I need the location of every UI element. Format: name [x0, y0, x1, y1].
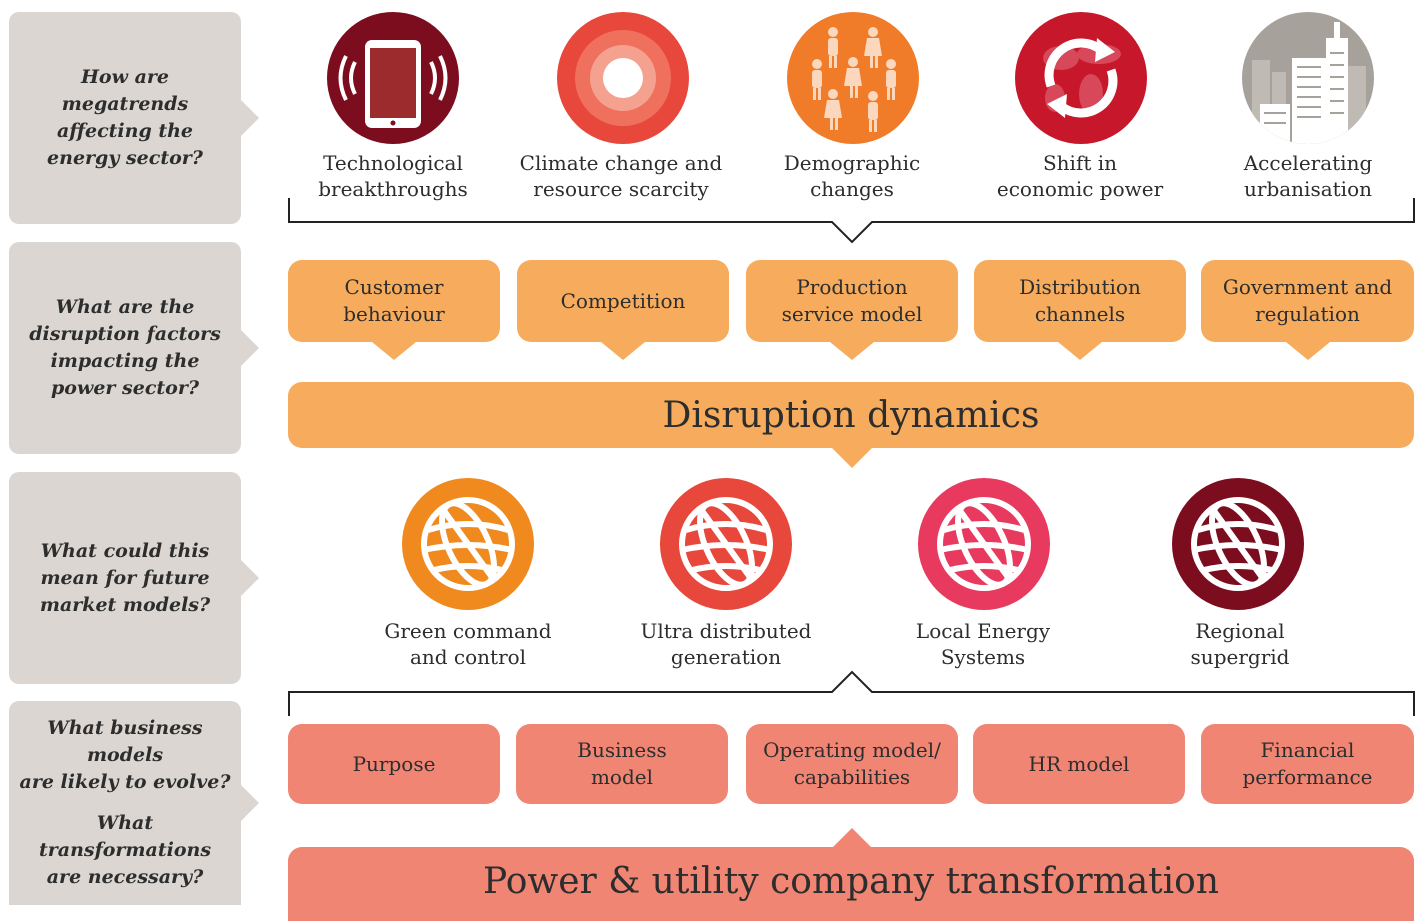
globe-icon — [918, 478, 1050, 610]
question-market-models: What could this mean for future market m… — [9, 472, 259, 684]
question-line: What transformations — [38, 812, 212, 861]
transformation-band: Power & utility company transformation — [288, 847, 1414, 921]
disruption-dynamics-band: Disruption dynamics — [288, 382, 1414, 448]
question-line: market models? — [39, 593, 211, 616]
disruption-dynamics-title: Disruption dynamics — [662, 394, 1040, 436]
question-line: are necessary? — [46, 866, 204, 888]
transformation-pointer — [832, 828, 872, 848]
target-rings-icon — [557, 12, 689, 144]
city-skyline-icon — [1242, 12, 1374, 144]
question-line: mean for future — [40, 566, 210, 589]
question-line: power sector? — [51, 377, 199, 399]
question-line: What could this — [40, 539, 210, 562]
globe-cycle-icon — [1015, 12, 1147, 144]
people-icon — [787, 12, 919, 144]
business-element-card: HR model — [973, 724, 1185, 804]
transformation-title: Power & utility company transformation — [482, 860, 1220, 902]
business-element-card: Purpose — [288, 724, 500, 804]
globe-icon — [402, 478, 534, 610]
question-line: How are megatrends — [61, 66, 189, 115]
question-line: impacting the — [50, 350, 200, 372]
question-line: are likely to evolve? — [19, 771, 231, 793]
band-pointer — [832, 448, 872, 468]
question-line: affecting the — [56, 120, 194, 142]
globe-icon — [660, 478, 792, 610]
question-business-models: What business models are likely to evolv… — [9, 701, 259, 905]
question-line: disruption factors — [29, 323, 221, 345]
disruption-factor-card: Competition — [517, 260, 729, 360]
business-element-card: Operating model/capabilities — [746, 724, 958, 804]
question-disruption-factors: What are the disruption factors impactin… — [9, 242, 259, 454]
smartphone-icon — [327, 12, 459, 144]
question-line: What business models — [47, 717, 203, 766]
question-megatrends: How are megatrends affecting the energy … — [9, 12, 259, 224]
globe-icon — [1172, 478, 1304, 610]
question-line: energy sector? — [47, 147, 203, 169]
question-line: What are the — [55, 296, 195, 318]
